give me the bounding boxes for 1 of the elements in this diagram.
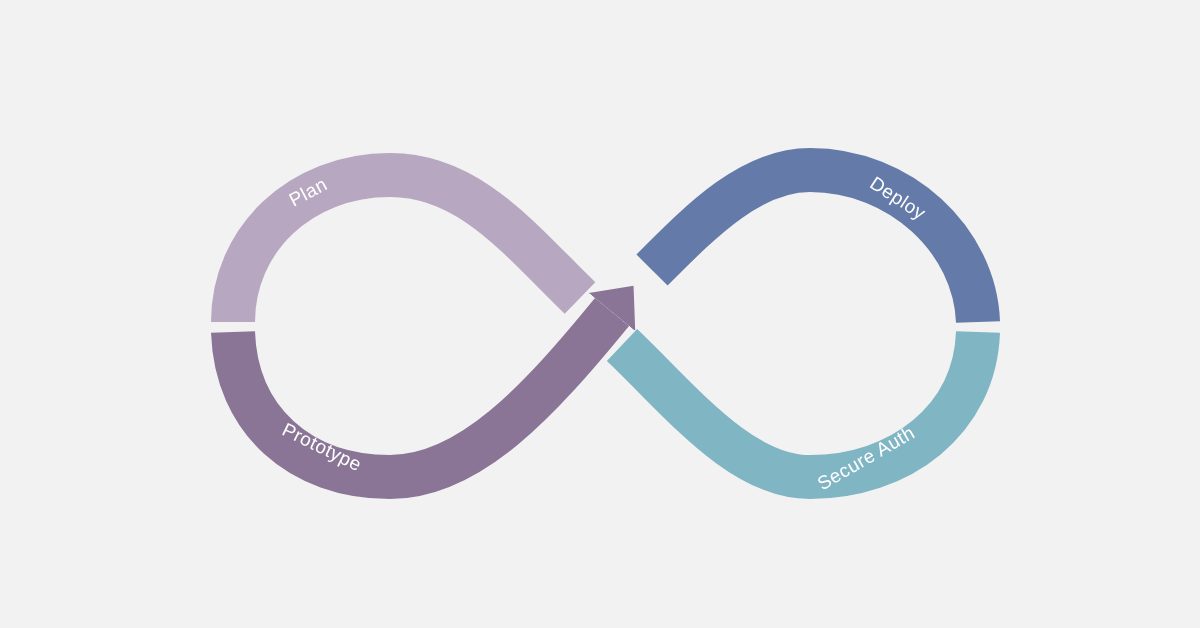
- stage-label: Plan: [285, 174, 331, 210]
